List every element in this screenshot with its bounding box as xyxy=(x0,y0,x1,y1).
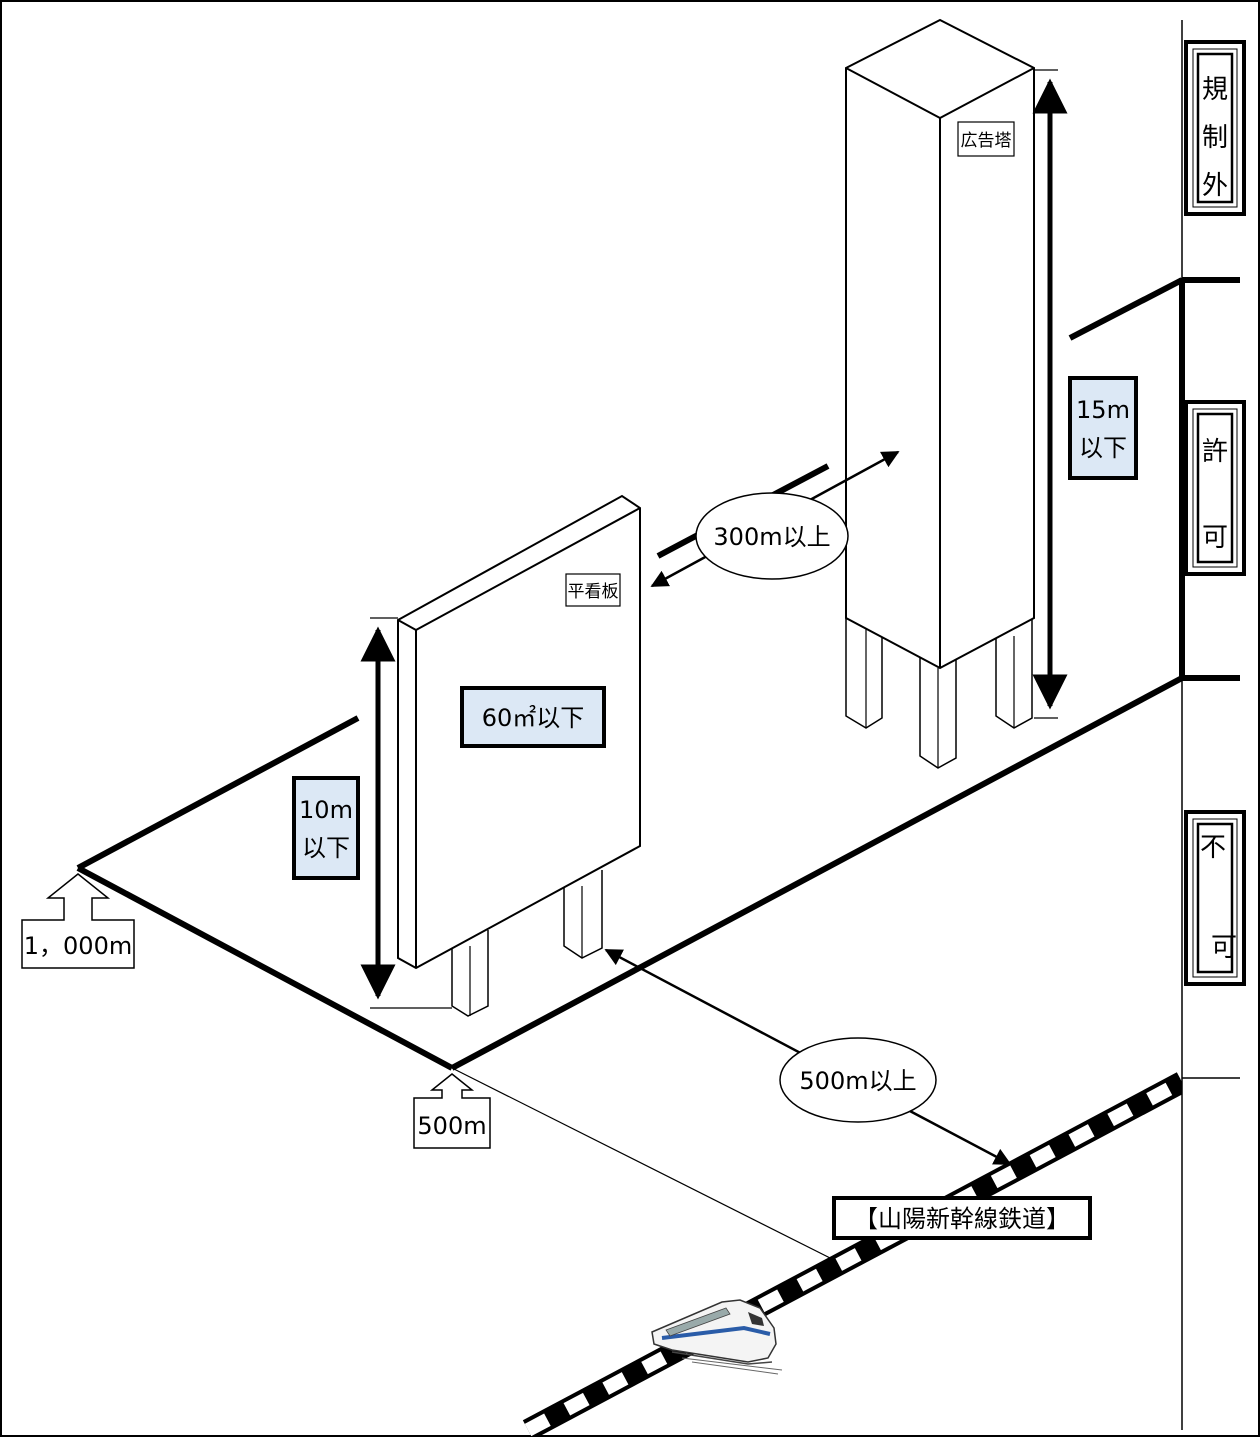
zone-outside-label-box xyxy=(1184,40,1246,216)
zone-outside-char-1: 規 xyxy=(1202,75,1228,105)
billboard-label: 平看板 xyxy=(568,582,619,602)
distance-500-label: 500m以上 xyxy=(799,1067,916,1095)
area-limit-label: 60㎡以下 xyxy=(482,704,585,732)
area-limit-box xyxy=(460,686,606,748)
railway-label-box xyxy=(832,1196,1092,1240)
tower-label: 広告塔 xyxy=(961,131,1012,151)
zone-outside-char-3: 外 xyxy=(1202,171,1228,201)
guide-line xyxy=(451,1067,851,1269)
height-arrow-10m xyxy=(360,617,452,1009)
zone-permit-label-box xyxy=(1184,400,1246,576)
height-limit-15-line2: 以下 xyxy=(1079,434,1127,462)
marker-500-label: 500m xyxy=(417,1112,486,1140)
marker-500m xyxy=(413,1073,491,1149)
height-limit-10-line2: 以下 xyxy=(302,834,350,862)
distance-500-bubble xyxy=(779,1037,937,1123)
railway-track xyxy=(522,1072,1182,1437)
spacing-300-bubble xyxy=(695,492,849,580)
zone-prohibited-label-box xyxy=(1184,810,1246,986)
zone-permit-char-1: 許 xyxy=(1202,437,1228,467)
height-limit-10-line1: 10m xyxy=(299,796,353,824)
marker-1000-label: 1，000m xyxy=(24,932,132,960)
shinkansen-train-icon xyxy=(651,1299,783,1375)
height-limit-10-box xyxy=(292,776,360,880)
tower-label-box xyxy=(957,121,1015,157)
height-arrow-15m xyxy=(1032,69,1068,719)
billboard-label-box xyxy=(565,573,621,607)
height-limit-15-line1: 15m xyxy=(1076,396,1130,424)
zone-outside-char-2: 制 xyxy=(1202,123,1228,153)
height-limit-15-box xyxy=(1068,376,1138,480)
zone-prohibited-char-2: 可 xyxy=(1211,933,1237,963)
zone-permit-char-2: 可 xyxy=(1202,523,1228,553)
spacing-300-label: 300m以上 xyxy=(713,523,830,551)
zone-prohibited-char-1: 不 xyxy=(1200,833,1226,863)
railway-label: 【山陽新幹線鉄道】 xyxy=(854,1205,1070,1233)
permit-zone-bracket xyxy=(1068,277,1240,681)
marker-1000m xyxy=(21,873,135,969)
